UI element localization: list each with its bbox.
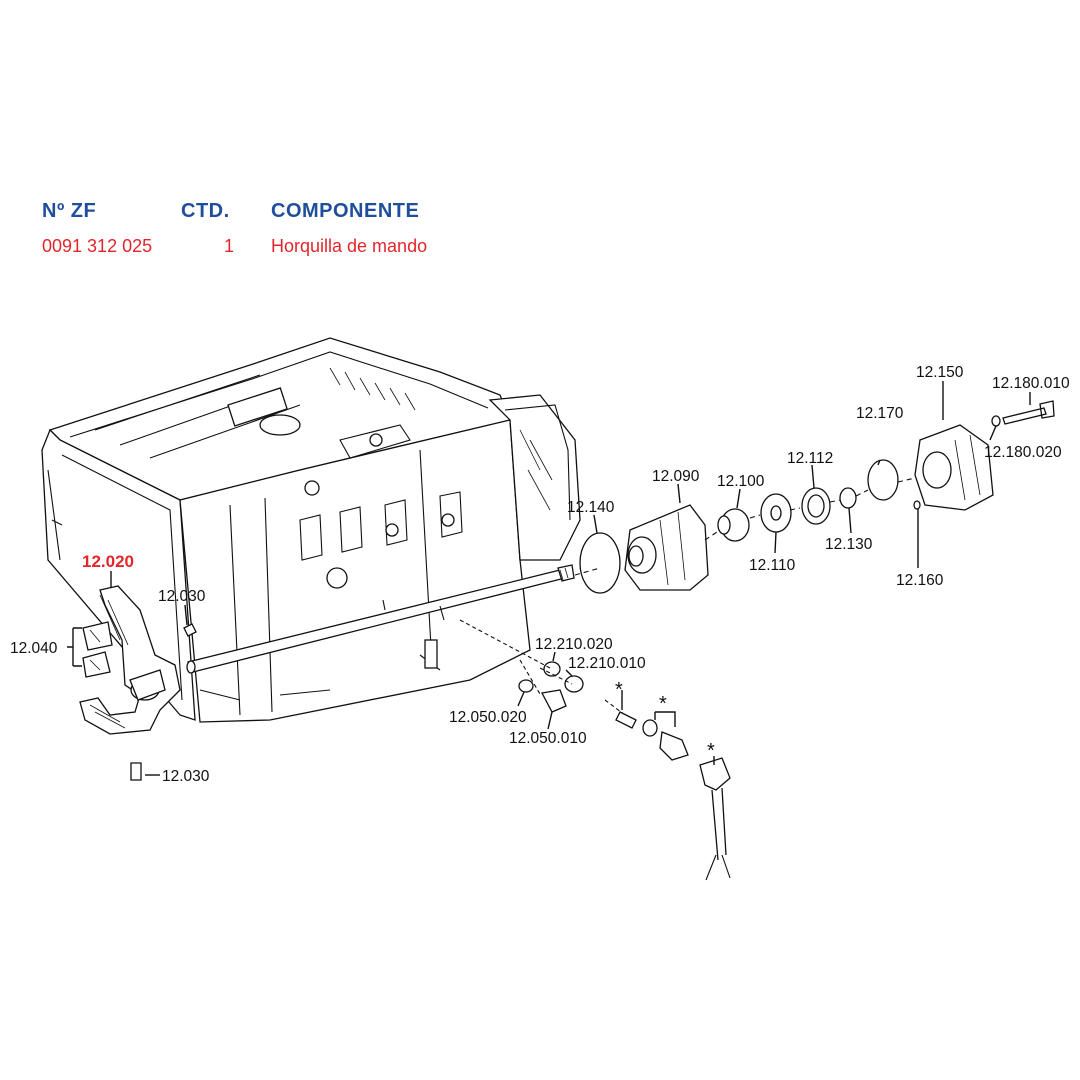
callout-12050020: 12.050.020 xyxy=(449,709,527,726)
asterisk-marker-3: * xyxy=(707,740,715,762)
pin-12030-top xyxy=(183,623,197,637)
callout-12150: 12.150 xyxy=(916,364,964,381)
washer-12050020 xyxy=(518,679,534,693)
part-12110 xyxy=(760,493,792,533)
asterisk-marker-1: * xyxy=(615,679,623,701)
part-12112 xyxy=(801,487,831,525)
slide-pads-12040 xyxy=(82,621,113,678)
callout-12210010: 12.210.010 xyxy=(568,655,646,672)
oring-12170 xyxy=(867,459,899,501)
asterisk-marker-2: * xyxy=(659,693,667,715)
callout-12180010: 12.180.010 xyxy=(992,375,1070,392)
selector-fork-12020[interactable] xyxy=(79,585,181,735)
callout-12040: 12.040 xyxy=(10,640,58,657)
quantity-value: 1 xyxy=(224,236,235,256)
gearbox-housing xyxy=(41,337,581,723)
callout-12020: 12.020 xyxy=(82,552,134,571)
callout-12140: 12.140 xyxy=(567,499,615,516)
shift-rail xyxy=(186,564,575,674)
cover-12090 xyxy=(624,504,709,591)
component-value: Horquilla de mando xyxy=(271,236,428,256)
callout-12170: 12.170 xyxy=(856,405,904,422)
callout-12130: 12.130 xyxy=(825,536,873,553)
washer-12210020 xyxy=(543,661,561,677)
pin-12160 xyxy=(913,500,921,510)
end-cover-12150 xyxy=(914,424,994,511)
header-quantity: CTD. xyxy=(181,200,230,222)
oring-12140 xyxy=(579,532,621,594)
screw-12050010 xyxy=(541,689,567,713)
callout-12030-bottom: 12.030 xyxy=(162,768,210,785)
callout-12180020: 12.180.020 xyxy=(984,444,1062,461)
washer-12180020 xyxy=(991,415,1001,427)
header-part-number: Nº ZF xyxy=(42,200,97,222)
bolt-12180010 xyxy=(1002,400,1055,425)
plug-12210010 xyxy=(564,675,584,693)
callout-12112: 12.112 xyxy=(787,450,833,467)
callout-12090: 12.090 xyxy=(652,468,700,485)
switch-assembly xyxy=(604,699,731,881)
callout-12030-top: 12.030 xyxy=(158,588,206,605)
callout-12160: 12.160 xyxy=(896,572,944,589)
header-component: COMPONENTE xyxy=(271,200,420,222)
bearing-12130 xyxy=(839,487,857,509)
part-12100 xyxy=(717,508,750,542)
callout-12110: 12.110 xyxy=(749,557,796,574)
part-number-value: 0091 312 025 xyxy=(42,236,153,256)
callout-12210020: 12.210.020 xyxy=(535,636,613,653)
leader-lines xyxy=(67,381,1031,776)
callout-12050010: 12.050.010 xyxy=(509,730,587,747)
pin-12030-bottom xyxy=(130,762,142,781)
callout-12100: 12.100 xyxy=(717,473,765,490)
